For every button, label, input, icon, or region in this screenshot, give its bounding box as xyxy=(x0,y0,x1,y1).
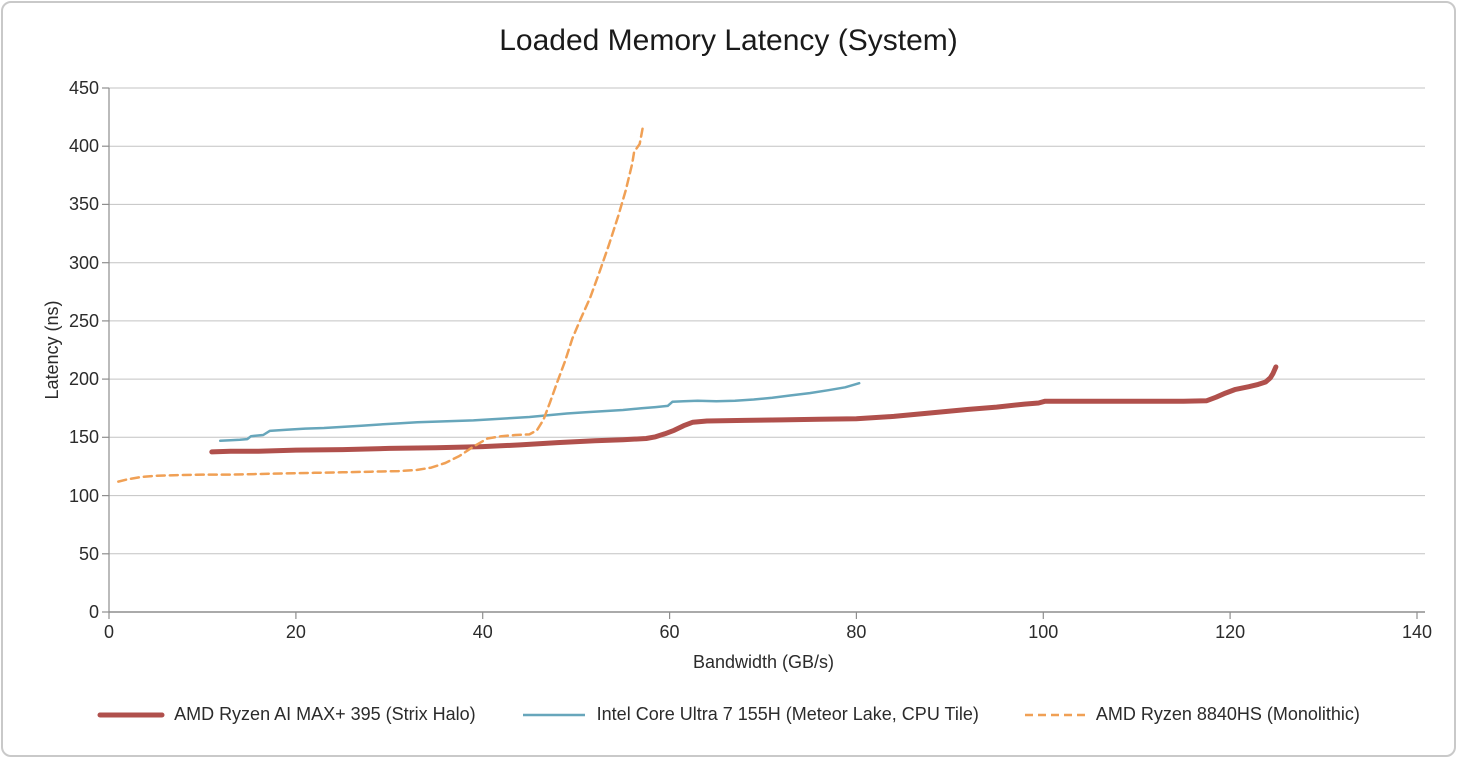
y-tick-label-200: 200 xyxy=(68,369,99,390)
y-tick-label-300: 300 xyxy=(68,252,99,273)
legend-label-meteor-lake: Intel Core Ultra 7 155H (Meteor Lake, CP… xyxy=(596,704,979,724)
y-tick-label-250: 250 xyxy=(68,310,99,331)
legend-label-ryzen-8840hs: AMD Ryzen 8840HS (Monolithic) xyxy=(1095,704,1360,724)
legend-item-strix-halo: AMD Ryzen AI MAX+ 395 (Strix Halo) xyxy=(97,704,476,725)
series-line-ryzen-8840hs xyxy=(117,122,645,483)
y-tick-label-450: 450 xyxy=(68,78,99,98)
legend-line-sample-teal-icon xyxy=(522,713,585,716)
legend-item-ryzen-8840hs: AMD Ryzen 8840HS (Monolithic) xyxy=(1023,704,1360,725)
y-tick-label-150: 150 xyxy=(68,427,99,448)
chart-title: Loaded Memory Latency (System) xyxy=(499,24,958,57)
legend: AMD Ryzen AI MAX+ 395 (Strix Halo) Intel… xyxy=(0,704,1457,725)
legend-line-sample-red-icon xyxy=(97,712,165,717)
x-tick-label-0: 0 xyxy=(103,622,114,642)
y-tick-label-350: 350 xyxy=(68,194,99,215)
x-tick-label-40: 40 xyxy=(472,622,493,642)
x-tick-label-80: 80 xyxy=(846,622,867,642)
series-line-strix-halo xyxy=(209,364,1279,455)
x-tick-label-140: 140 xyxy=(1401,622,1433,642)
x-tick-label-120: 120 xyxy=(1215,622,1246,642)
x-axis-title: Bandwidth (GB/s) xyxy=(693,652,835,672)
legend-label-strix-halo: AMD Ryzen AI MAX+ 395 (Strix Halo) xyxy=(174,704,476,724)
legend-item-meteor-lake: Intel Core Ultra 7 155H (Meteor Lake, CP… xyxy=(520,704,979,725)
y-tick-label-400: 400 xyxy=(68,136,99,157)
x-tick-label-20: 20 xyxy=(285,622,306,642)
y-tick-label-0: 0 xyxy=(88,602,99,622)
y-tick-label-100: 100 xyxy=(68,485,99,506)
x-tick-label-100: 100 xyxy=(1028,622,1059,642)
legend-line-sample-orange-dashed-icon xyxy=(1024,713,1085,716)
x-tick-label-60: 60 xyxy=(659,622,680,642)
series-line-meteor-lake xyxy=(218,381,861,443)
y-tick-label-50: 50 xyxy=(78,543,99,564)
